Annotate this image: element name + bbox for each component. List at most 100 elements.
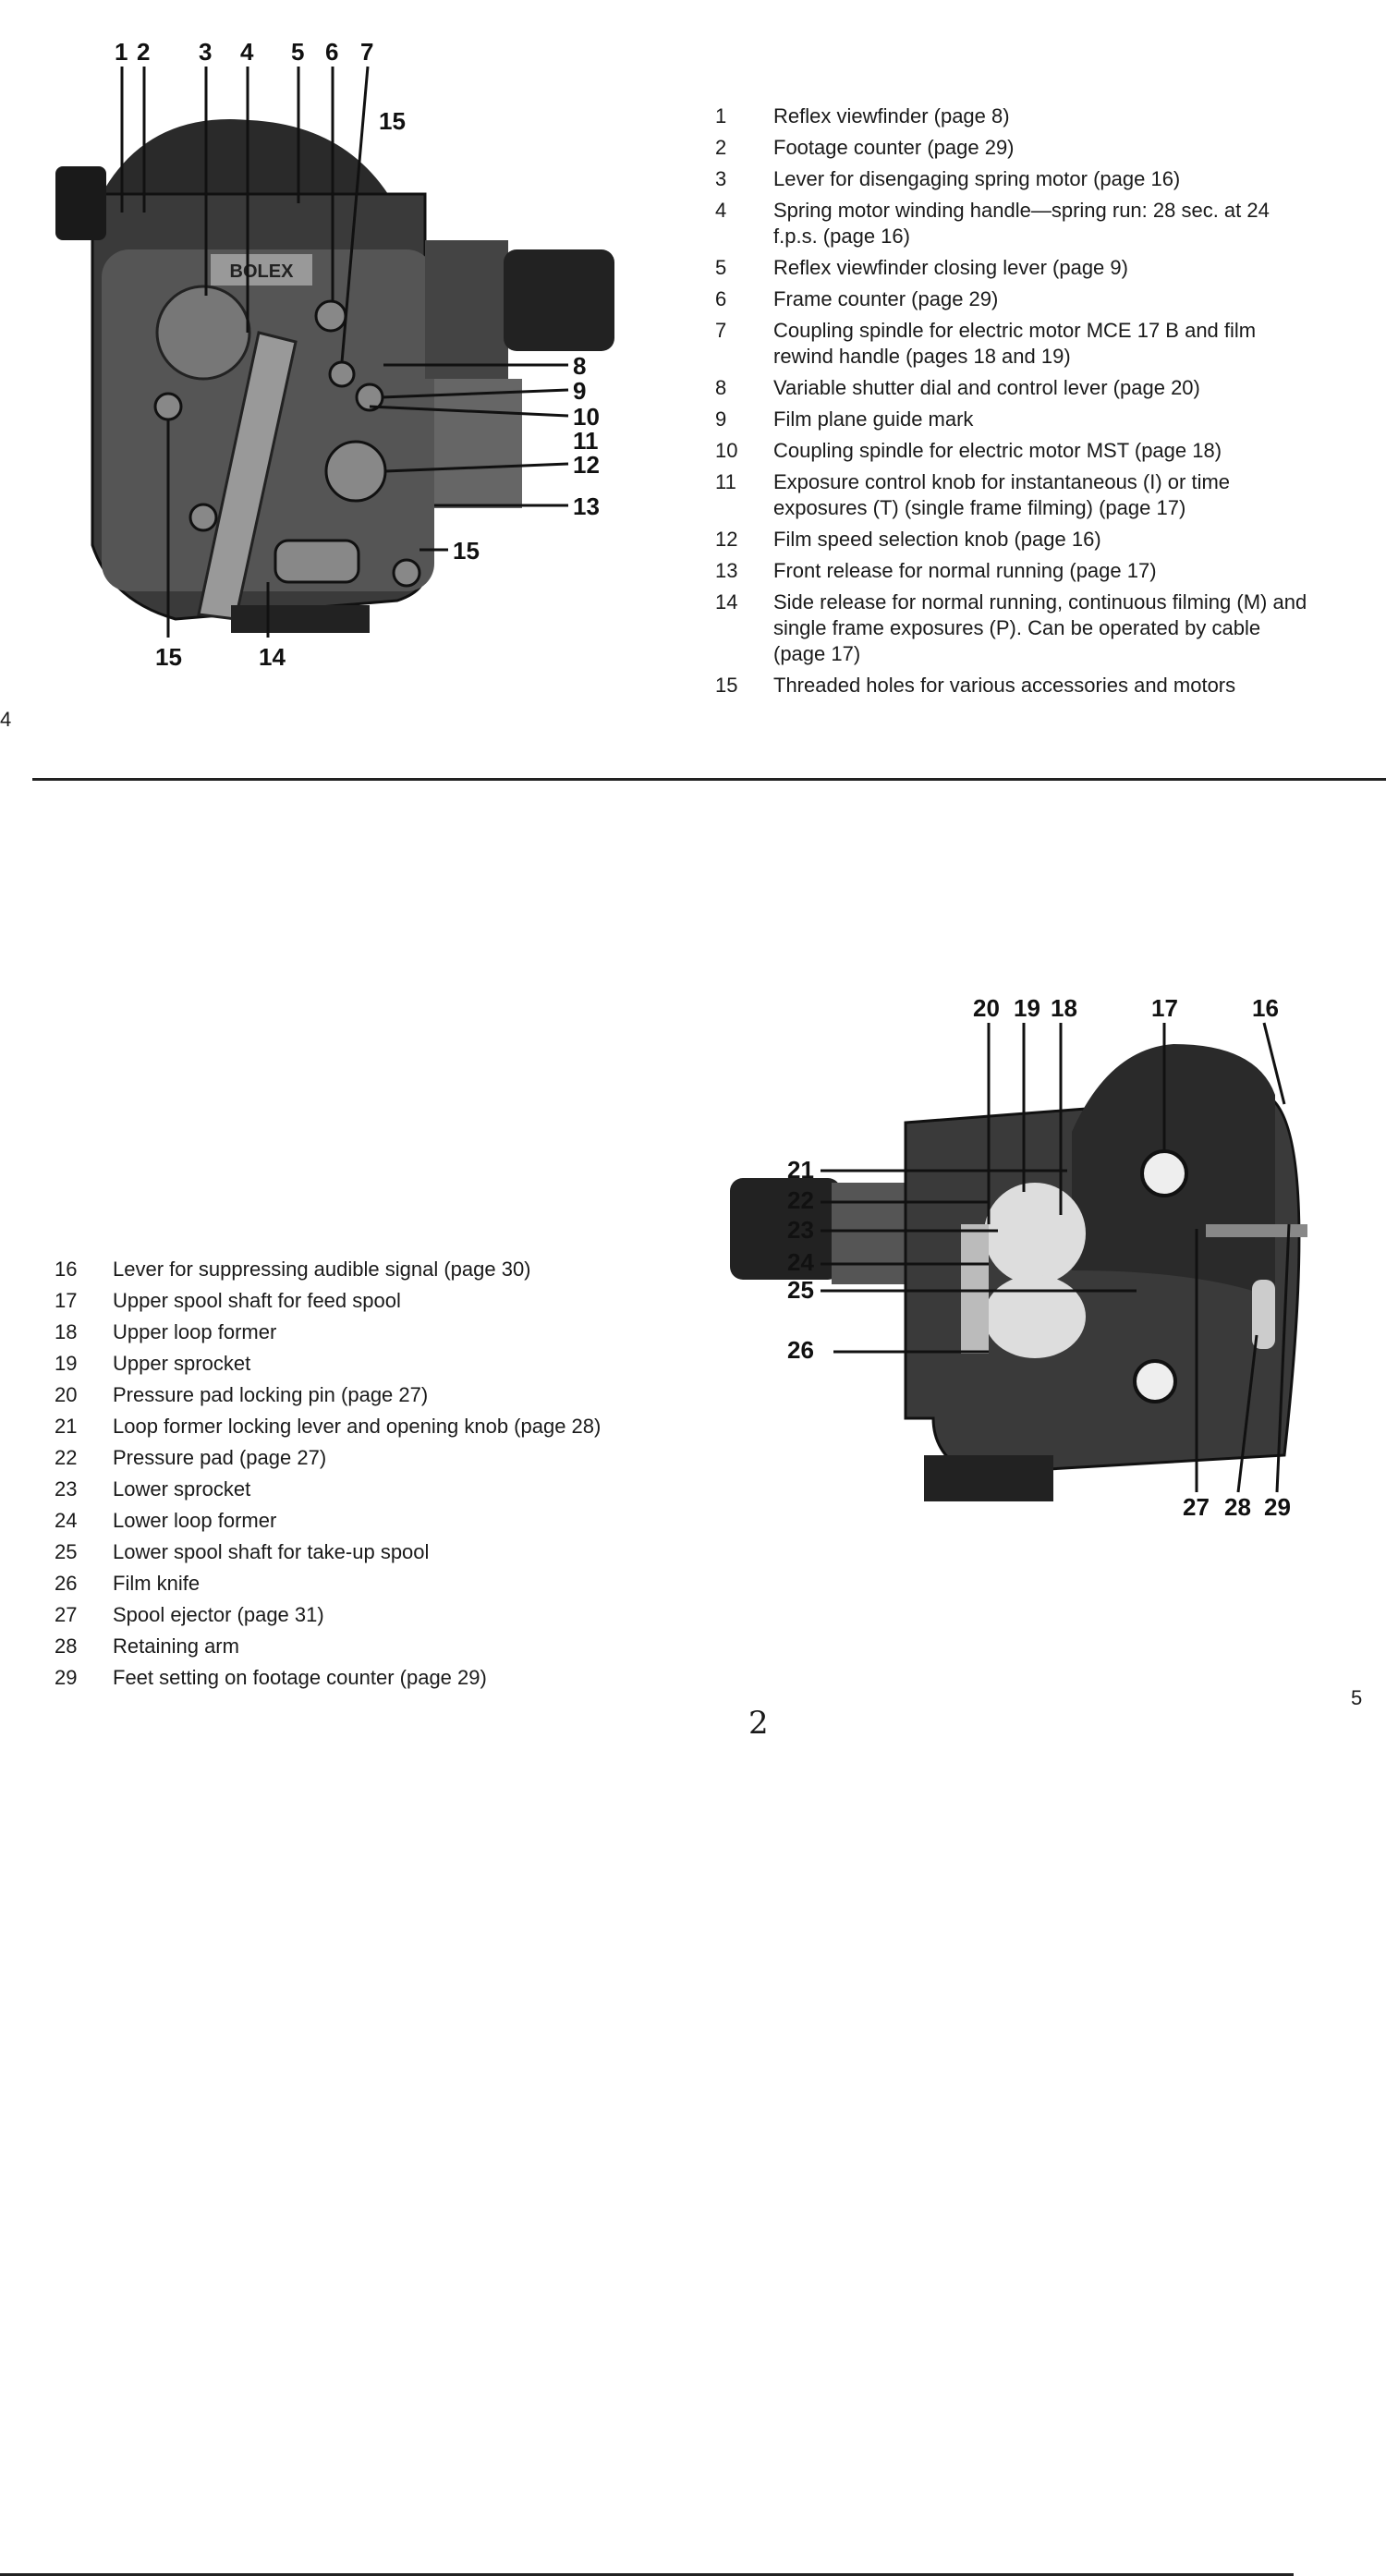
callout-13: 13 bbox=[573, 492, 600, 520]
camera-logo: BOLEX bbox=[230, 261, 295, 282]
callout-1: 1 bbox=[115, 38, 128, 66]
callout-2: 2 bbox=[137, 38, 150, 66]
camera-front-illustration: BOLEX 1 2 3 4 5 6 7 15 bbox=[55, 38, 614, 671]
callout-21: 21 bbox=[787, 1156, 814, 1184]
lens-barrel bbox=[730, 1178, 841, 1280]
coupling-spindle bbox=[328, 360, 356, 388]
leader-lines-bottom bbox=[821, 1022, 1291, 1493]
threaded-hole bbox=[188, 503, 218, 532]
lens-turret bbox=[425, 240, 508, 379]
callouts-right: 8 9 10 11 12 13 15 bbox=[453, 352, 600, 565]
viewfinder-eyepiece bbox=[55, 166, 106, 240]
camera-front-figure: BOLEX 1 2 3 4 5 6 7 15 bbox=[37, 28, 628, 693]
lens-mount bbox=[832, 1183, 915, 1284]
camera-side-figure: 20 19 18 17 16 21 22 23 24 25 26 27 28 2… bbox=[711, 993, 1349, 1529]
callout-3: 3 bbox=[199, 38, 212, 66]
callout-25: 25 bbox=[787, 1276, 814, 1304]
turret-grip bbox=[434, 379, 522, 508]
callout-22: 22 bbox=[787, 1186, 814, 1214]
pressure-pad bbox=[961, 1224, 989, 1354]
callout-6: 6 bbox=[325, 38, 338, 66]
threaded-hole bbox=[392, 558, 421, 588]
callouts-top: 20 19 18 17 16 bbox=[973, 994, 1279, 1022]
callout-29: 29 bbox=[1264, 1493, 1291, 1521]
callouts-left: 21 22 23 24 25 26 bbox=[787, 1156, 814, 1364]
callout-20: 20 bbox=[973, 994, 1000, 1022]
lower-spool-shaft bbox=[1133, 1359, 1177, 1403]
upper-sprocket bbox=[984, 1183, 1086, 1284]
callouts-bottom: 15 14 bbox=[155, 643, 286, 671]
magazine-drum bbox=[102, 119, 388, 194]
callout-5: 5 bbox=[291, 38, 304, 66]
retaining-arm-bar bbox=[1206, 1224, 1307, 1237]
side-release bbox=[274, 539, 360, 584]
callout-28: 28 bbox=[1224, 1493, 1251, 1521]
leader-lines-top bbox=[120, 66, 569, 638]
manual-page-4: BOLEX 1 2 3 4 5 6 7 15 bbox=[0, 0, 1386, 781]
page-number: 5 bbox=[1351, 1686, 1363, 1709]
callout-7: 7 bbox=[360, 38, 373, 66]
camera-side-illustration: 20 19 18 17 16 21 22 23 24 25 26 27 28 2… bbox=[730, 994, 1307, 1521]
threaded-hole bbox=[153, 392, 183, 421]
page-number: 4 bbox=[0, 708, 12, 731]
callout-23: 23 bbox=[787, 1216, 814, 1244]
callout-15-upper: 15 bbox=[379, 107, 406, 135]
callout-12: 12 bbox=[573, 451, 600, 479]
callout-18: 18 bbox=[1051, 994, 1077, 1022]
callouts-top: 1 2 3 4 5 6 7 15 bbox=[115, 38, 406, 135]
callout-8: 8 bbox=[573, 352, 586, 380]
handwritten-mark: 2 bbox=[748, 1705, 769, 1742]
callout-10: 10 bbox=[573, 403, 600, 431]
callout-15-bottom: 15 bbox=[155, 643, 182, 671]
lower-sprocket bbox=[984, 1275, 1086, 1358]
base-plate bbox=[924, 1455, 1053, 1501]
lens-barrel bbox=[504, 249, 614, 351]
winding-key bbox=[155, 285, 251, 381]
callout-9: 9 bbox=[573, 377, 586, 405]
callout-16: 16 bbox=[1252, 994, 1279, 1022]
callouts-bottom: 27 28 29 bbox=[1183, 1493, 1291, 1521]
retaining-arm bbox=[1252, 1280, 1275, 1349]
callout-19: 19 bbox=[1014, 994, 1040, 1022]
callout-26: 26 bbox=[787, 1336, 814, 1364]
callout-14: 14 bbox=[259, 643, 286, 671]
callout-11: 11 bbox=[573, 427, 599, 455]
logo-plate bbox=[211, 254, 312, 286]
callout-4: 4 bbox=[240, 38, 254, 66]
manual-page-5: 20 19 18 17 16 21 22 23 24 25 26 27 28 2… bbox=[0, 781, 1386, 2576]
upper-spool-shaft bbox=[1140, 1149, 1188, 1197]
frame-counter-knob bbox=[314, 299, 347, 333]
callout-27: 27 bbox=[1183, 1493, 1210, 1521]
page-divider bbox=[32, 778, 1386, 781]
speed-knob bbox=[324, 440, 387, 503]
